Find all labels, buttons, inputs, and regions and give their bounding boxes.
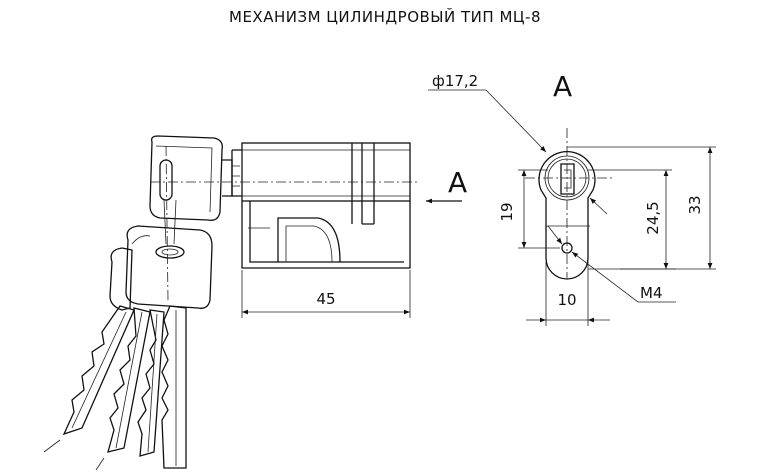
end-view-a: А ф17,2 19 24,5 33 — [428, 70, 716, 326]
view-label: А — [553, 70, 572, 103]
dimension-length: 45 — [316, 290, 335, 308]
cylinder-side-view: А 45 — [150, 142, 467, 318]
section-arrow-label: А — [448, 166, 467, 199]
upper-key — [149, 135, 240, 221]
dimension-24-5: 24,5 — [644, 201, 662, 234]
dimension-thread: М4 — [640, 284, 663, 302]
fanned-keys — [43, 247, 165, 471]
dimension-diameter: ф17,2 — [432, 72, 478, 90]
key-ring — [155, 199, 185, 259]
keys-illustration — [43, 135, 240, 471]
dimension-33: 33 — [686, 195, 704, 214]
front-key — [125, 225, 213, 469]
dimension-19: 19 — [498, 202, 516, 221]
drawing-title: МЕХАНИЗМ ЦИЛИНДРОВЫЙ ТИП МЦ-8 — [229, 7, 541, 26]
dimension-10: 10 — [557, 291, 576, 309]
